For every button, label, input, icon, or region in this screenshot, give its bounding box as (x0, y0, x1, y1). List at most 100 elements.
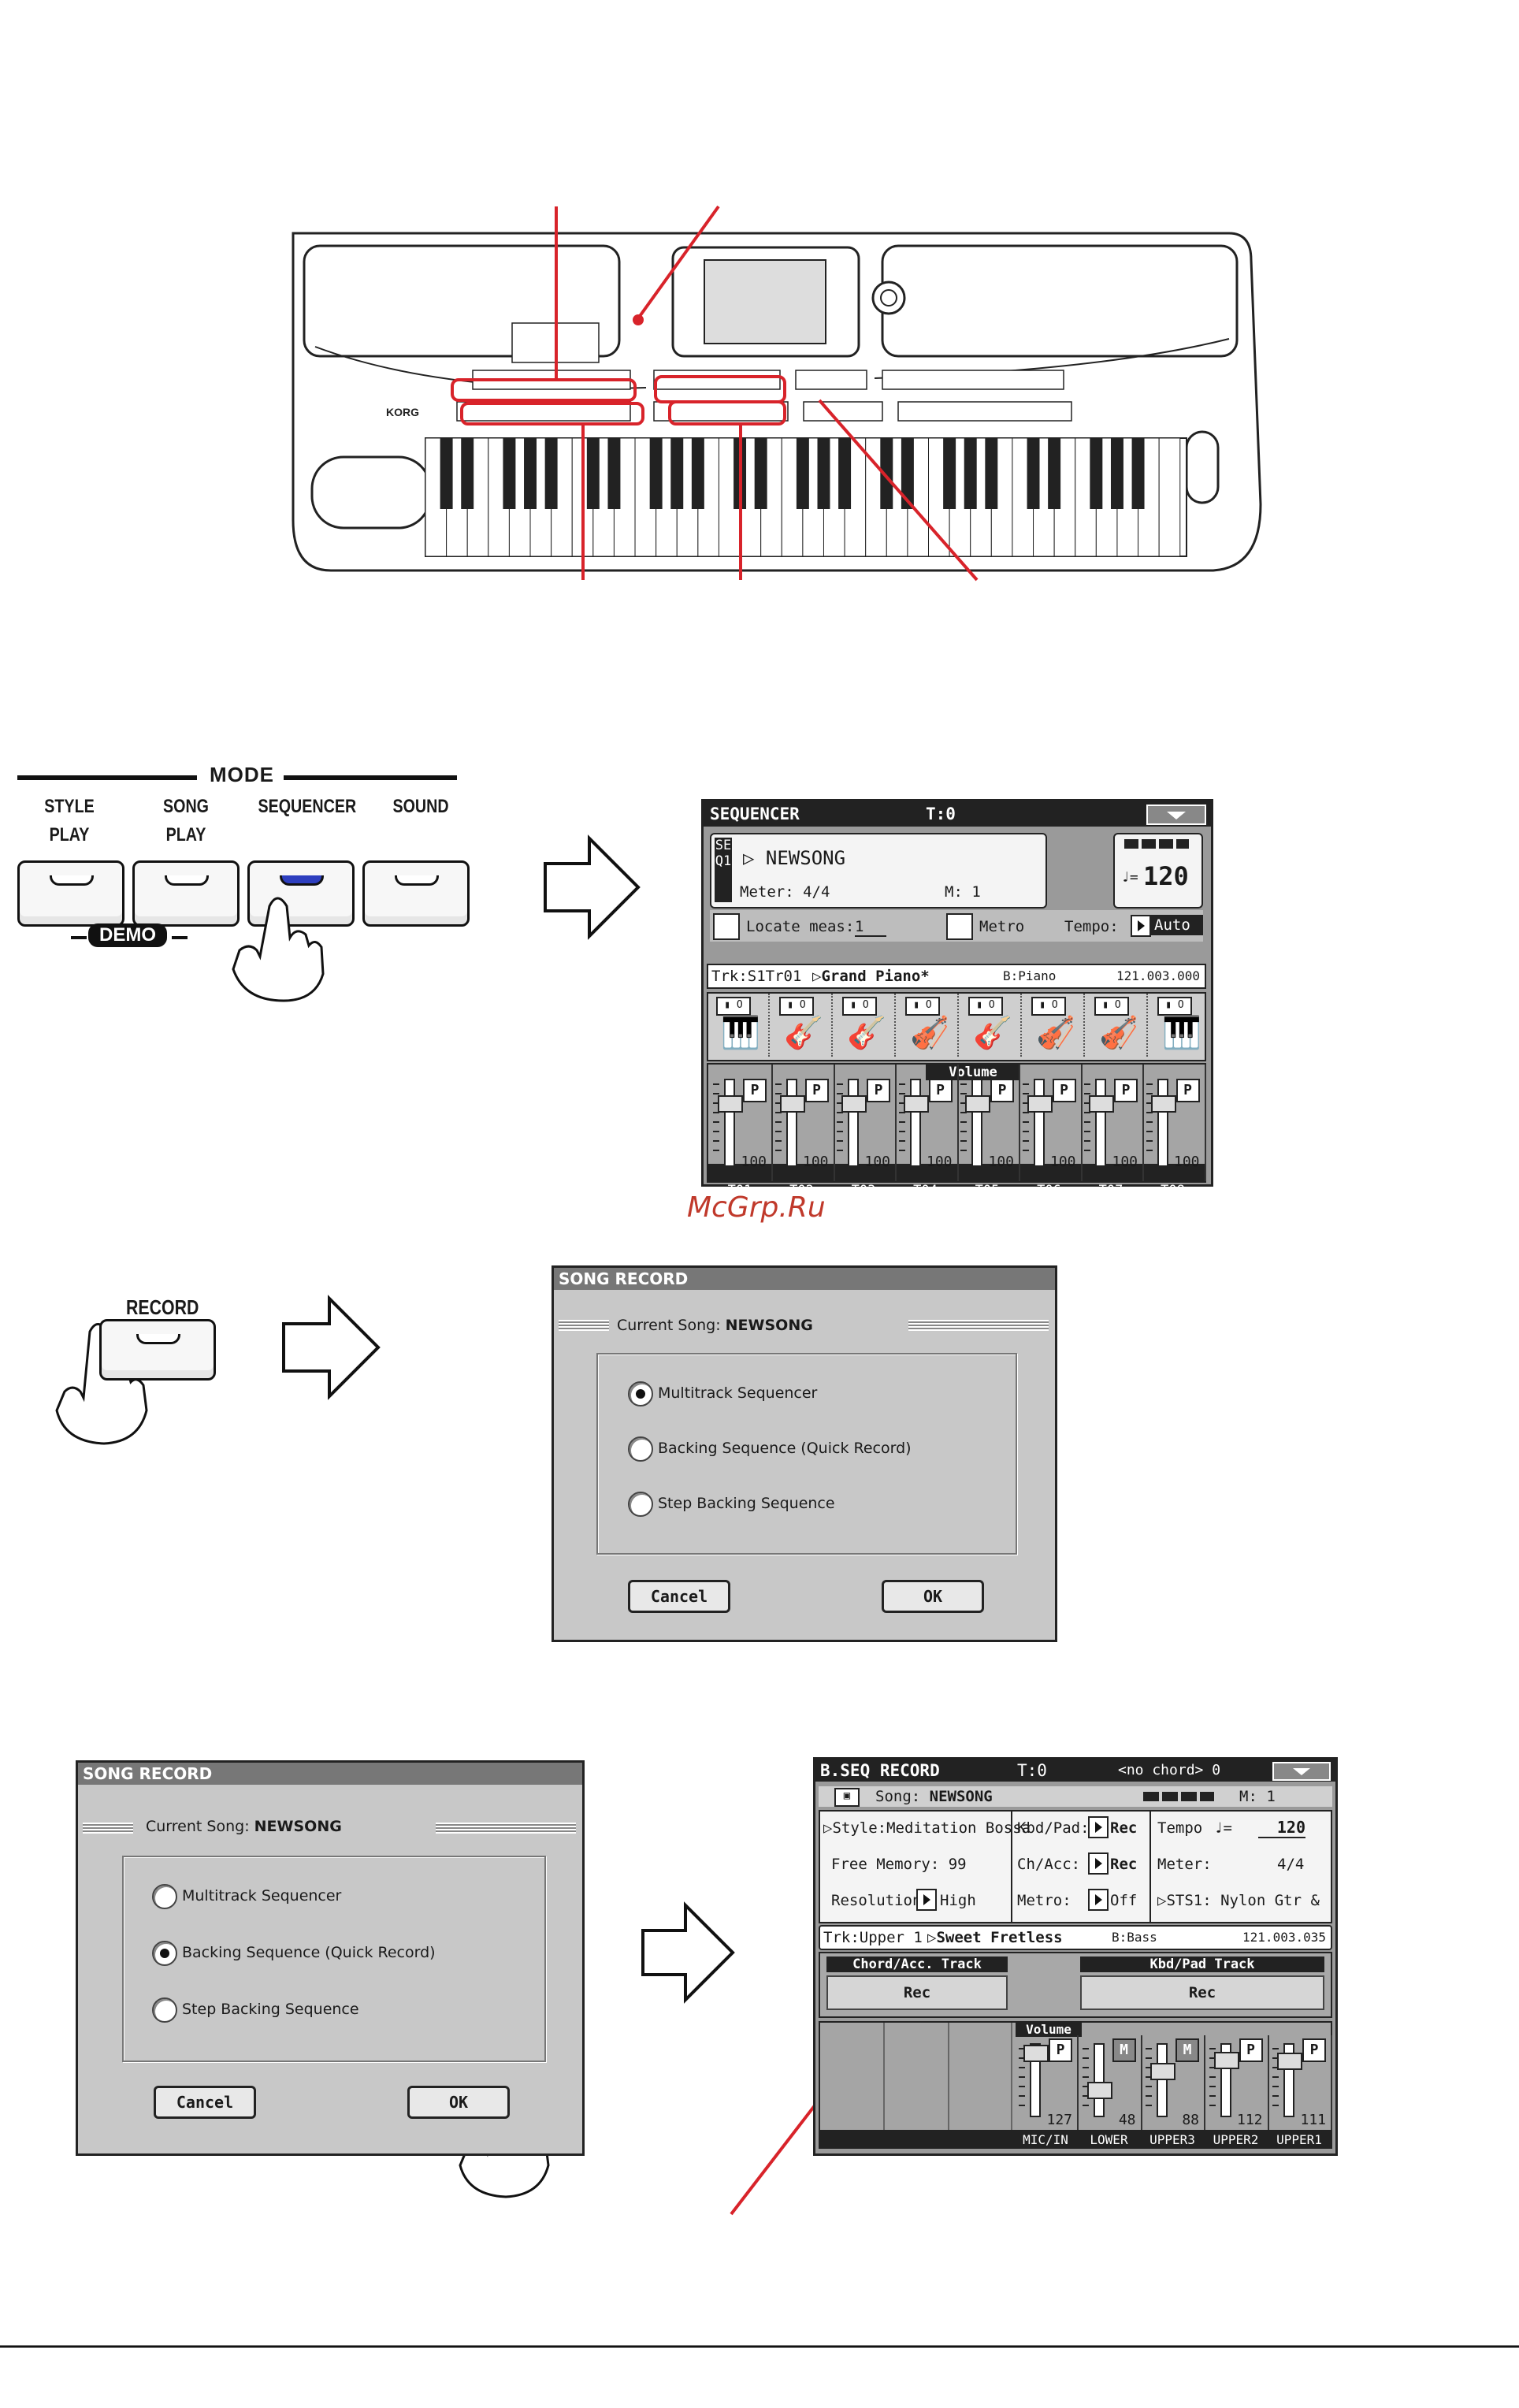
instrument-cell[interactable]: ▮ O🎸 (834, 994, 896, 1057)
radio-multitrack[interactable] (628, 1381, 653, 1407)
fader-knob[interactable] (903, 1095, 929, 1113)
play-status-badge[interactable]: P (867, 1079, 890, 1102)
kbd-track-rec-button[interactable]: Rec (1080, 1975, 1324, 2010)
fader-knob[interactable] (1150, 1095, 1176, 1113)
song-info-panel: SEQ1 ▷ NEWSONG Meter: 4/4 M: 1 (710, 833, 1047, 909)
fader-knob[interactable] (1277, 2052, 1302, 2070)
menu-dropdown-button[interactable] (1146, 805, 1206, 825)
fader-track (1157, 1079, 1168, 1167)
option-step-label[interactable]: Step Backing Sequence (182, 2001, 359, 2018)
fader-knob[interactable] (1086, 2082, 1112, 2100)
option-multitrack-label[interactable]: Multitrack Sequencer (658, 1384, 818, 1402)
metro-checkbox[interactable] (946, 913, 973, 940)
tempo-value[interactable]: 120 (1258, 1818, 1305, 1838)
sts-field[interactable]: ▷STS1: Nylon Gtr & (1157, 1892, 1320, 1909)
black-key (544, 438, 558, 509)
ok-button[interactable]: OK (882, 1580, 984, 1613)
sound-button[interactable] (362, 860, 470, 927)
meter-value[interactable]: 4/4 (1277, 1856, 1305, 1873)
demo-line-left (71, 936, 87, 939)
play-status-badge[interactable]: P (743, 1079, 767, 1102)
track-info-bar[interactable]: Trk:Upper 1 ▷Sweet Fretless B:Bass 121.0… (819, 1925, 1332, 1950)
instrument-cell[interactable]: ▮ O🎹 (708, 994, 770, 1057)
channel-status-badge[interactable]: P (1049, 2038, 1072, 2062)
channel-status-badge[interactable]: M (1175, 2038, 1199, 2062)
track-sound: ▷Sweet Fretless (927, 1929, 1063, 1946)
locate-checkbox[interactable] (713, 913, 740, 940)
instrument-cell[interactable]: ▮ O🎸 (771, 994, 833, 1057)
fader-knob[interactable] (1150, 2063, 1175, 2081)
option-multitrack-label[interactable]: Multitrack Sequencer (182, 1887, 342, 1904)
play-status-badge[interactable]: P (1175, 1079, 1200, 1102)
sequencer-button[interactable] (247, 860, 355, 927)
channel-status-badge[interactable]: M (1112, 2038, 1136, 2062)
instrument-cell[interactable]: ▮ O🎻 (1086, 994, 1148, 1057)
ok-button[interactable]: OK (407, 2086, 510, 2119)
menu-dropdown-button[interactable] (1272, 1762, 1331, 1781)
tempo-value[interactable]: 120 (1143, 861, 1189, 891)
cancel-button[interactable]: Cancel (628, 1580, 730, 1613)
option-backing-label[interactable]: Backing Sequence (Quick Record) (182, 1944, 436, 1961)
radio-multitrack[interactable] (152, 1884, 177, 1909)
record-button[interactable] (99, 1319, 216, 1381)
channel-status-badge[interactable]: P (1302, 2038, 1326, 2062)
locate-measure-field[interactable]: 1 (855, 918, 886, 937)
radio-backing-quick[interactable] (628, 1436, 653, 1462)
kbd-pad-value[interactable]: Rec (1110, 1819, 1138, 1837)
radio-step-backing[interactable] (152, 1997, 177, 2023)
fader-knob[interactable] (1089, 1095, 1114, 1113)
instrument-cell[interactable]: ▮ O🎸 (960, 994, 1022, 1057)
fader-knob[interactable] (1027, 1095, 1053, 1113)
play-status-badge[interactable]: P (804, 1079, 829, 1102)
instrument-cell[interactable]: ▮ O🎻 (1023, 994, 1085, 1057)
track-info-bar[interactable]: Trk:S1Tr01 ▷Grand Piano* B:Piano 121.003… (707, 964, 1206, 989)
radio-backing-quick[interactable] (152, 1941, 177, 1966)
metro-value[interactable]: Off (1110, 1892, 1138, 1909)
fader-knob[interactable] (841, 1095, 867, 1113)
ch-acc-arrow-button[interactable] (1088, 1852, 1109, 1875)
metro-arrow-button[interactable] (1088, 1889, 1109, 1911)
fader-knob[interactable] (965, 1095, 990, 1113)
option-step-label[interactable]: Step Backing Sequence (658, 1495, 835, 1512)
song-play-button[interactable] (132, 860, 240, 927)
play-status-badge[interactable]: P (928, 1079, 953, 1102)
fader-knob[interactable] (1023, 2045, 1049, 2062)
fader-knob[interactable] (779, 1095, 805, 1113)
play-status-badge[interactable]: P (1114, 1079, 1138, 1102)
kbd-pad-arrow-button[interactable] (1088, 1816, 1109, 1838)
instrument-cell[interactable]: ▮ O🎻 (897, 994, 959, 1057)
tempo-mode-arrow-button[interactable] (1131, 915, 1151, 937)
fader-track (1033, 1079, 1045, 1167)
radio-step-backing[interactable] (628, 1492, 653, 1517)
tempo-mode-value[interactable]: Auto (1151, 915, 1203, 935)
channel-status-badge[interactable]: P (1239, 2038, 1263, 2062)
resolution-arrow-button[interactable] (916, 1889, 937, 1911)
play-status-badge[interactable]: P (1052, 1079, 1076, 1102)
style-play-button[interactable] (17, 860, 124, 927)
right-arrow-icon (641, 1901, 735, 2004)
song-name[interactable]: ▷ NEWSONG (743, 847, 846, 869)
chord-track-rec-button[interactable]: Rec (826, 1975, 1008, 2010)
play-status-badge[interactable]: P (990, 1079, 1014, 1102)
instrument-cell[interactable]: ▮ O🎹 (1149, 994, 1209, 1057)
option-backing-label[interactable]: Backing Sequence (Quick Record) (658, 1440, 912, 1457)
style-field[interactable]: ▷Style:Meditation Bossa (823, 1819, 1031, 1837)
fader-knob[interactable] (1213, 2051, 1239, 2069)
resolution-value[interactable]: High (940, 1892, 976, 1909)
ch-acc-value[interactable]: Rec (1110, 1856, 1138, 1873)
fader-knob[interactable] (718, 1095, 743, 1113)
cancel-button[interactable]: Cancel (154, 2086, 256, 2119)
